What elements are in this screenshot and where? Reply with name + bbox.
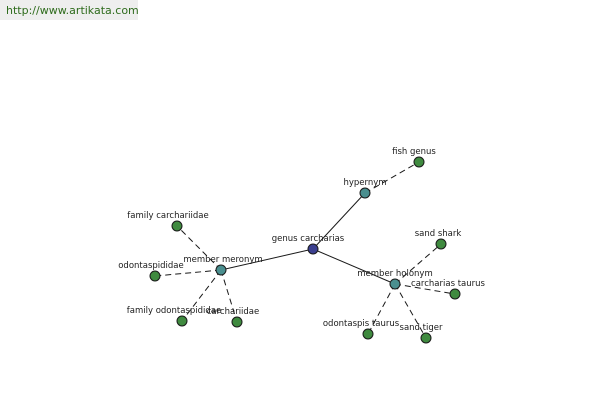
node-carchariidae[interactable] xyxy=(231,316,243,328)
node-label-family-carchariidae: family carchariidae xyxy=(127,211,208,221)
node-label-root: genus carcharias xyxy=(272,234,345,244)
watermark-banner: http://www.artikata.com xyxy=(0,0,139,20)
node-hypernym[interactable] xyxy=(359,187,371,199)
edge-member-holonym-sand-tiger xyxy=(394,283,427,339)
node-label-member-meronym: member meronym xyxy=(183,255,262,265)
node-sand-shark[interactable] xyxy=(435,238,447,250)
node-family-carchariidae[interactable] xyxy=(171,220,183,232)
node-label-odontaspididae: odontaspididae xyxy=(118,261,184,271)
node-label-sand-shark: sand shark xyxy=(415,229,462,239)
watermark-link[interactable]: http://www.artikata.com xyxy=(6,4,139,17)
graph-nodes: genus carcharias hypernym member meronym me… xyxy=(118,147,486,344)
edge-member-meronym-carchariidae xyxy=(220,269,238,323)
edge-member-meronym-family-carchariidae xyxy=(176,225,222,271)
node-label-sand-tiger: sand tiger xyxy=(400,323,443,333)
node-label-carchariidae: carchariidae xyxy=(207,307,260,317)
edge-member-meronym-odontaspididae xyxy=(154,269,222,277)
node-label-odontaspis-taurus: odontaspis taurus xyxy=(323,319,400,329)
edge-root-hypernym xyxy=(312,192,366,250)
node-label-carcharias-taurus: carcharias taurus xyxy=(411,279,485,289)
edge-root-member-holonym xyxy=(312,248,396,285)
node-label-fish-genus: fish genus xyxy=(392,147,436,157)
node-root[interactable] xyxy=(307,243,319,255)
edge-member-holonym-carcharias-taurus xyxy=(394,283,456,295)
node-carcharias-taurus[interactable] xyxy=(449,288,461,300)
node-fish-genus[interactable] xyxy=(413,156,425,168)
node-member-holonym[interactable] xyxy=(389,278,401,290)
node-odontaspididae[interactable] xyxy=(149,270,161,282)
node-sand-tiger[interactable] xyxy=(420,332,432,344)
node-label-member-holonym: member holonym xyxy=(357,269,432,279)
node-label-family-odontaspididae: family odontaspididae xyxy=(127,306,221,316)
node-member-meronym[interactable] xyxy=(215,264,227,276)
node-odontaspis-taurus[interactable] xyxy=(362,328,374,340)
node-family-odontaspididae[interactable] xyxy=(176,315,188,327)
edge-root-member-meronym xyxy=(220,248,314,271)
graph-edges xyxy=(154,161,456,339)
edge-member-meronym-family-odontaspididae xyxy=(181,269,222,322)
edge-member-holonym-sand-shark xyxy=(394,243,442,285)
edge-hypernym-fish-genus xyxy=(364,161,420,194)
node-label-hypernym: hypernym xyxy=(343,178,386,188)
